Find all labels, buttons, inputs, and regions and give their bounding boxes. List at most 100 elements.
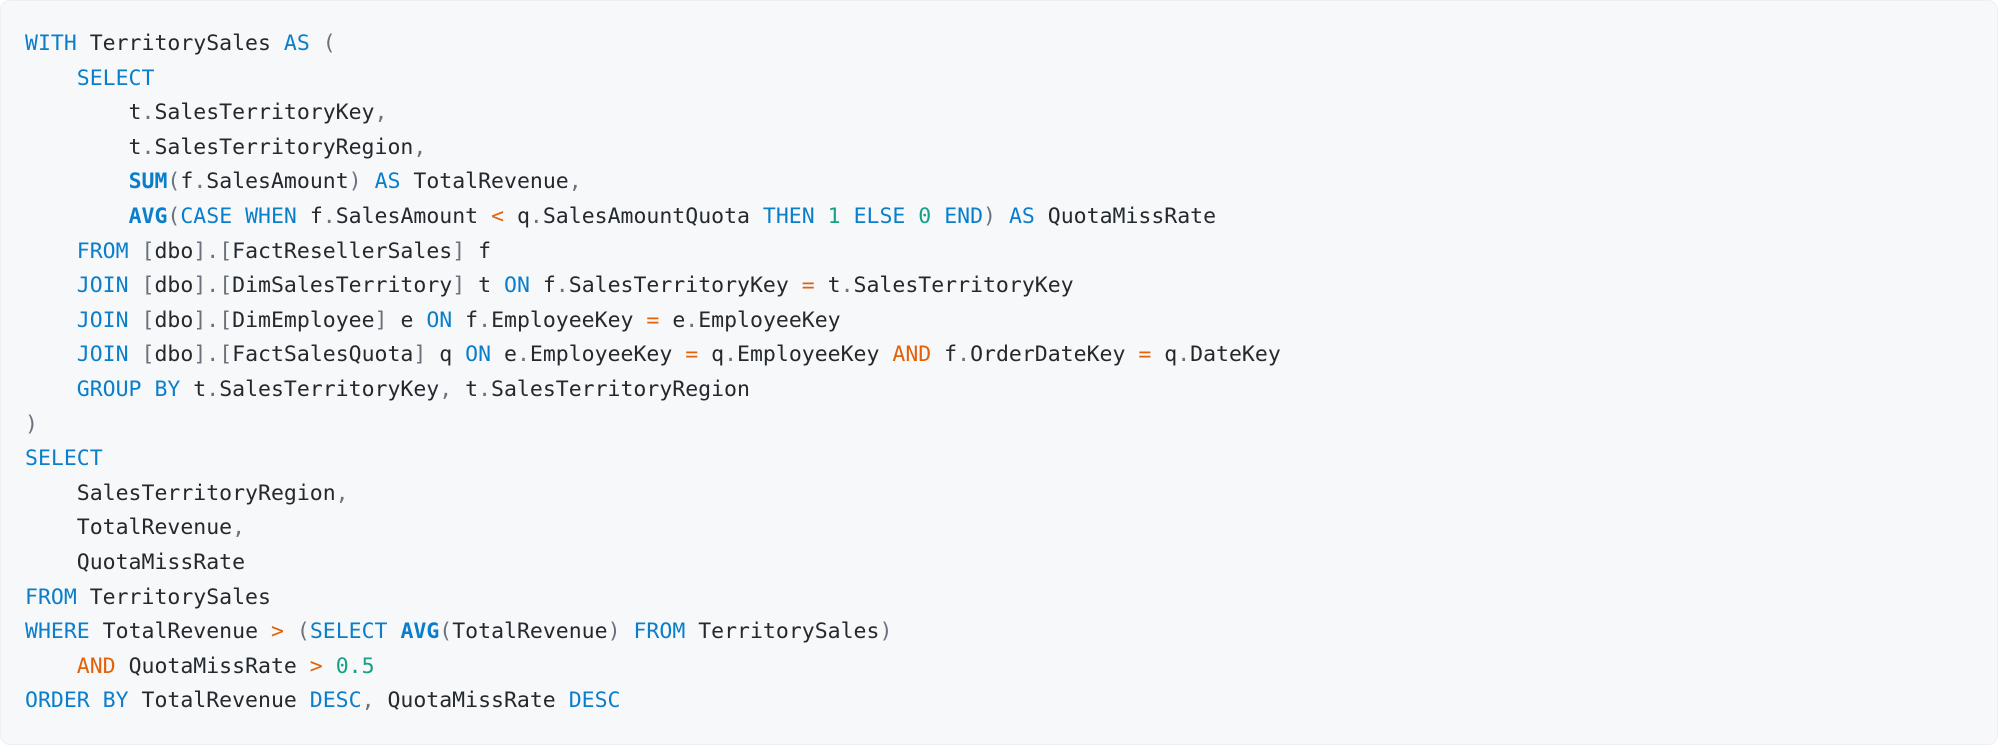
code-token: .: [555, 273, 569, 299]
code-token: EmployeeKey: [529, 342, 686, 368]
code-line: WHERE TotalRevenue > (SELECT AVG(TotalRe…: [25, 615, 1281, 650]
code-token: FROM: [633, 619, 686, 645]
code-token: .: [141, 134, 155, 160]
code-token: ON: [504, 273, 530, 299]
code-token: SalesTerritoryKey: [568, 273, 802, 299]
code-token: SalesTerritoryRegion: [25, 480, 336, 506]
code-token: SalesTerritoryKey: [154, 100, 375, 126]
code-token: [310, 31, 323, 56]
code-token: [25, 654, 77, 679]
code-token: e: [659, 307, 686, 333]
code-token: e: [491, 342, 517, 368]
code-token: dbo: [154, 238, 194, 264]
code-token: ].[: [193, 307, 233, 333]
code-token: ,: [361, 688, 375, 714]
code-token: q: [1151, 342, 1178, 368]
code-token: (: [439, 619, 453, 645]
code-token: [232, 204, 245, 229]
code-line: AVG(CASE WHEN f.SalesAmount < q.SalesAmo…: [25, 200, 1281, 235]
code-token: ].[: [193, 273, 233, 299]
code-token: .: [193, 169, 207, 195]
code-token: QuotaMissRate: [374, 688, 569, 714]
code-token: DESC: [309, 688, 362, 714]
code-token: .: [1177, 342, 1191, 368]
code-line: FROM [dbo].[FactResellerSales] f: [25, 235, 1281, 270]
code-token: ORDER BY: [25, 688, 129, 714]
code-token: AVG: [128, 203, 168, 229]
code-token: ].[: [193, 342, 233, 368]
code-token: CASE: [180, 203, 233, 229]
code-line: SELECT: [25, 442, 1281, 477]
code-token: ,: [439, 376, 453, 402]
code-token: [129, 239, 142, 264]
code-token: ON: [465, 342, 492, 368]
code-token: t: [180, 376, 207, 402]
code-token: [: [141, 273, 155, 299]
code-token: TotalRevenue: [400, 169, 569, 195]
code-token: t: [814, 273, 841, 299]
code-token: t: [465, 273, 505, 299]
code-token: (: [167, 203, 181, 229]
code-token: DESC: [568, 688, 621, 714]
code-token: THEN: [762, 203, 815, 229]
code-line: SUM(f.SalesAmount) AS TotalRevenue,: [25, 165, 1281, 200]
code-line: t.SalesTerritoryRegion,: [25, 131, 1281, 166]
code-token: f: [296, 203, 323, 229]
code-token: [931, 204, 944, 229]
code-token: [25, 204, 129, 229]
code-token: q: [504, 203, 530, 229]
code-token: t: [25, 134, 142, 160]
code-token: q: [426, 342, 466, 368]
code-token: =: [685, 342, 699, 368]
code-token: f: [529, 273, 556, 299]
code-token: TerritorySales: [76, 31, 284, 56]
code-token: SELECT: [309, 619, 388, 645]
code-line: TotalRevenue,: [25, 511, 1281, 546]
code-token: [284, 619, 297, 644]
code-token: DateKey: [1190, 342, 1281, 368]
code-token: JOIN: [76, 342, 129, 368]
code-token: AND: [76, 653, 116, 679]
code-token: ,: [232, 515, 246, 541]
code-token: SUM: [128, 169, 168, 195]
code-token: [362, 169, 375, 194]
code-token: QuotaMissRate: [25, 549, 246, 575]
code-token: f: [452, 307, 479, 333]
code-token: QuotaMissRate: [1034, 203, 1217, 229]
code-token: ): [348, 169, 362, 195]
code-token: ]: [452, 273, 466, 299]
code-token: EmployeeKey: [737, 342, 893, 368]
code-token: .: [529, 203, 543, 229]
code-token: [25, 308, 77, 333]
code-token: QuotaMissRate: [115, 653, 310, 679]
code-token: TerritorySales: [685, 619, 880, 645]
code-token: [129, 342, 142, 367]
code-token: ]: [452, 238, 466, 264]
code-token: f: [180, 169, 194, 195]
code-token: FROM: [76, 238, 129, 264]
code-token: =: [646, 307, 660, 333]
code-token: [323, 654, 336, 679]
code-line: AND QuotaMissRate > 0.5: [25, 650, 1281, 685]
code-token: [25, 239, 77, 264]
code-line: GROUP BY t.SalesTerritoryKey, t.SalesTer…: [25, 373, 1281, 408]
code-token: dbo: [154, 307, 194, 333]
code-token: AS: [283, 31, 310, 56]
code-line: JOIN [dbo].[DimEmployee] e ON f.Employee…: [25, 304, 1281, 339]
code-token: f: [465, 238, 492, 264]
code-token: TotalRevenue: [128, 688, 310, 714]
code-token: SalesTerritoryKey: [219, 376, 440, 402]
code-token: ]: [374, 307, 388, 333]
code-line: WITH TerritorySales AS (: [25, 27, 1281, 62]
code-token: EmployeeKey: [491, 307, 647, 333]
code-token: SalesAmount: [206, 169, 349, 195]
code-token: t: [452, 376, 479, 402]
code-token: [25, 66, 77, 91]
code-token: .: [206, 376, 220, 402]
sql-code[interactable]: WITH TerritorySales AS ( SELECT t.SalesT…: [25, 27, 1281, 719]
code-token: TerritorySales: [76, 584, 271, 610]
code-token: [25, 377, 77, 402]
code-token: AS: [1008, 203, 1035, 229]
code-token: [996, 204, 1009, 229]
